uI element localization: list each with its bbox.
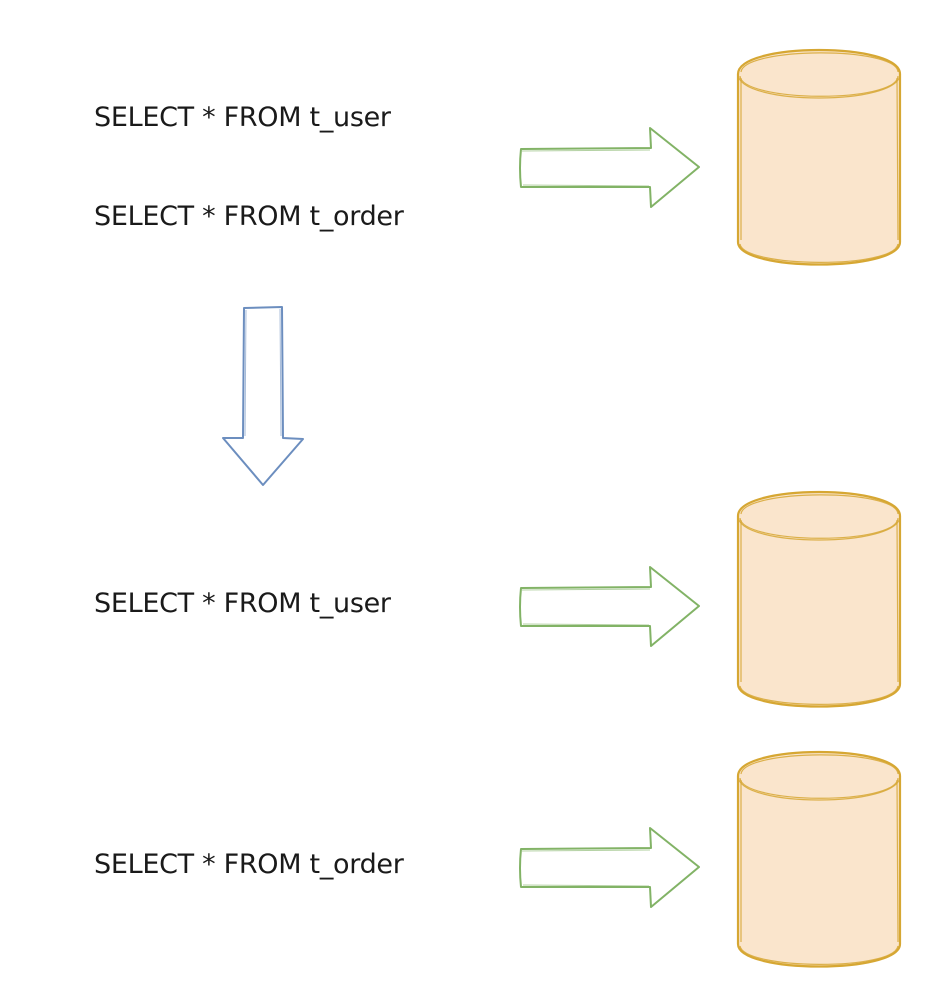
- right-arrow-icon: [519, 827, 700, 908]
- database-cylinder-icon: [736, 490, 902, 708]
- database-cylinder-icon: [736, 750, 902, 968]
- after-query-user: SELECT * FROM t_user: [94, 588, 391, 619]
- before-query-order: SELECT * FROM t_order: [94, 201, 404, 232]
- down-arrow-icon: [222, 306, 304, 486]
- right-arrow-icon: [519, 127, 700, 208]
- after-query-order: SELECT * FROM t_order: [94, 849, 404, 880]
- before-query-user: SELECT * FROM t_user: [94, 102, 391, 133]
- right-arrow-icon: [519, 566, 700, 647]
- database-cylinder-icon: [736, 48, 902, 266]
